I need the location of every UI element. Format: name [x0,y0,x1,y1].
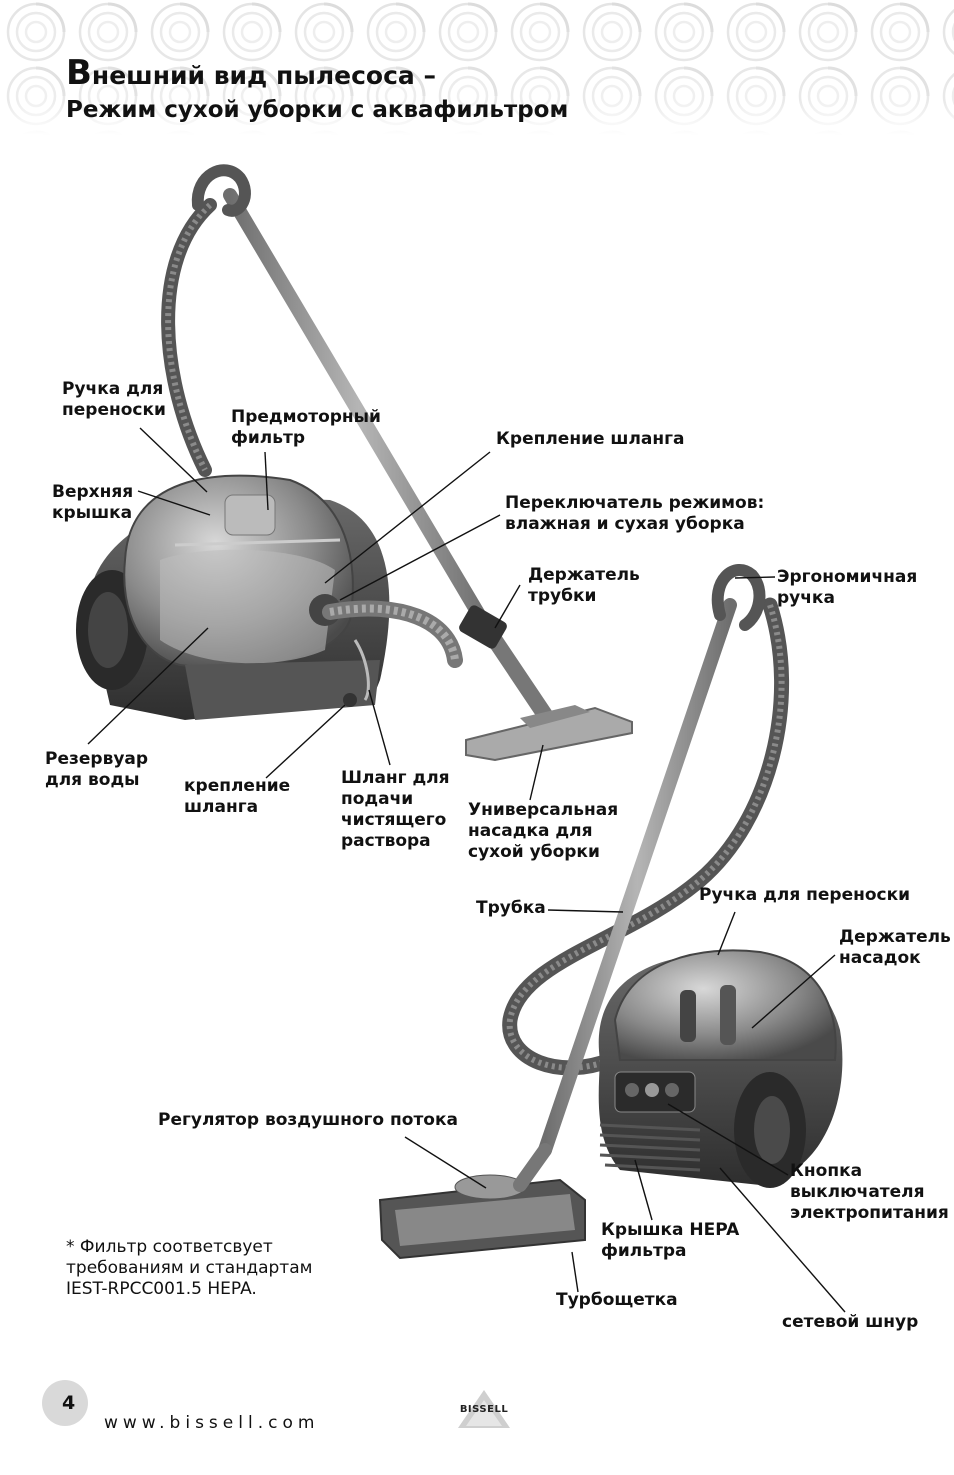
label-hepa-cover: Крышка HEPA фильтра [601,1220,740,1261]
label-power-cord: сетевой шнур [782,1312,919,1332]
hepa-footnote: * Фильтр соответсвует требованиям и стан… [66,1237,313,1299]
label-mode-switch: Переключатель режимов: влажная и сухая у… [505,493,765,534]
label-top-cover: Верхняя крышка [52,482,134,523]
label-ergonomic-handle: Эргономичная ручка [777,567,918,608]
title-line-1: Внешний вид пылесоса – [66,53,436,93]
label-solution-hose: Шланг для подачи чистящего раствора [341,768,450,851]
label-attachment-holder: Держатель насадок [839,927,951,968]
label-universal-nozzle: Универсальная насадка для сухой уборки [468,800,619,862]
leader-lines [87,427,846,1313]
label-tube-holder: Держатель трубки [528,565,640,606]
label-premotor-filter: Предмоторный фильтр [231,407,381,448]
label-wand: Трубка [476,898,546,918]
page-number-badge: 4 [42,1380,88,1426]
page-number: 4 [62,1392,76,1414]
label-airflow-regulator: Регулятор воздушного потока [158,1110,458,1130]
label-power-button: Кнопка выключателя электропитания [790,1161,949,1223]
website-url: www.bissell.com [104,1413,320,1433]
brand-wordmark: BISSELL [459,1404,509,1415]
bissell-logo-icon [458,1390,510,1428]
label-turbo-brush: Турбощетка [556,1290,678,1310]
vacuum-water-filter-illustration [76,164,633,762]
label-water-tank: Резервуар для воды [45,749,149,790]
vacuum-hepa-illustration [378,564,843,1260]
label-hose-mount-bottom: крепление шланга [184,776,291,817]
page-title: Внешний вид пылесоса – Режим сухой уборк… [66,56,568,127]
label-hose-mount-top: Крепление шланга [496,429,685,449]
title-line-2: Режим сухой уборки с аквафильтром [66,97,569,123]
label-carry-handle-top: Ручка для переноски [62,379,166,420]
decorative-swirl-header [0,0,954,135]
label-carry-handle-right: Ручка для переноски [699,885,911,905]
